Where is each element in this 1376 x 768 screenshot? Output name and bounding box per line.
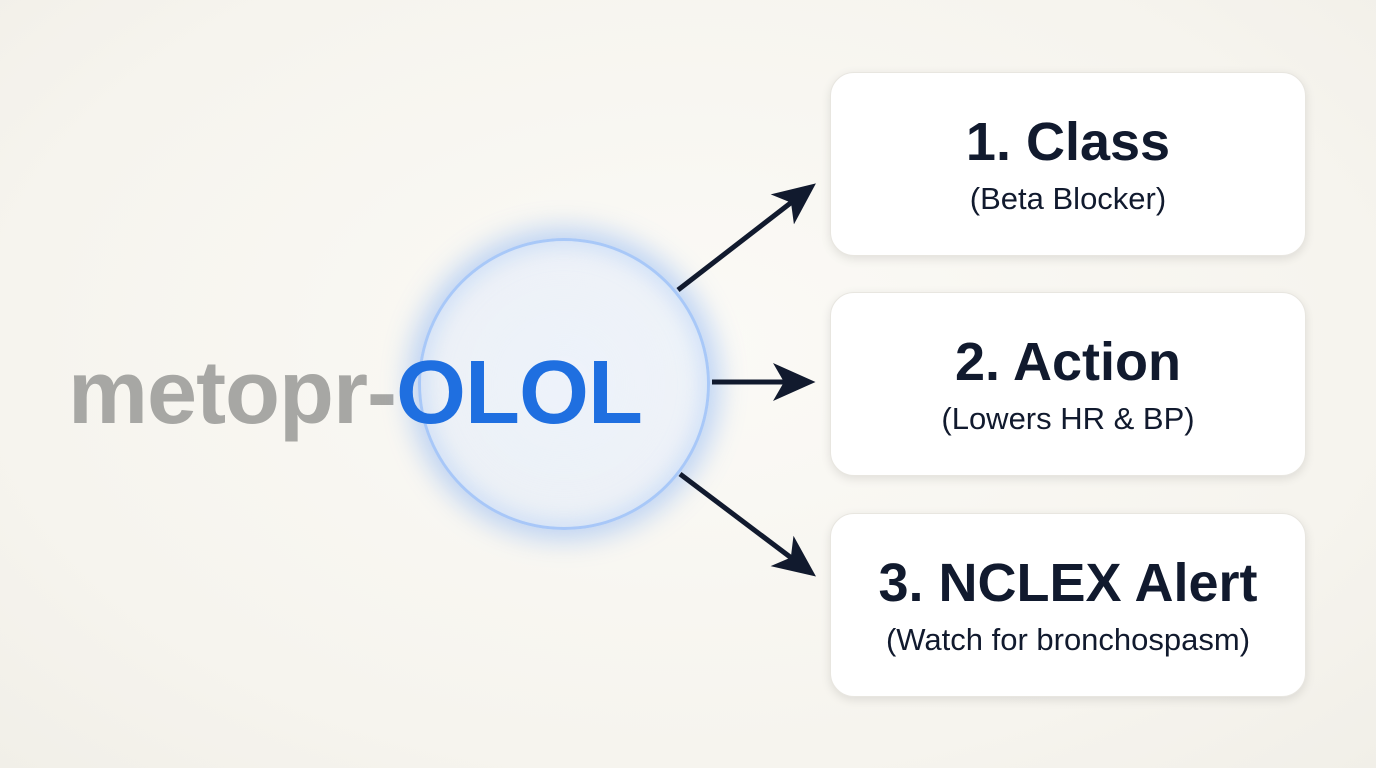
drug-prefix: metopr-	[68, 343, 397, 443]
drug-name: metopr-OLOL	[68, 338, 643, 448]
card-nclex-alert-title: 3. NCLEX Alert	[878, 553, 1258, 613]
card-action-subtitle: (Lowers HR & BP)	[941, 401, 1195, 436]
arrow-to-class	[676, 183, 816, 292]
card-action: 2. Action (Lowers HR & BP)	[830, 292, 1306, 476]
card-nclex-alert: 3. NCLEX Alert (Watch for bronchospasm)	[830, 513, 1306, 697]
card-class-title: 1. Class	[965, 112, 1171, 172]
drug-suffix: OLOL	[396, 343, 643, 443]
card-class: 1. Class (Beta Blocker)	[830, 72, 1306, 256]
card-class-subtitle: (Beta Blocker)	[969, 181, 1167, 216]
card-action-title: 2. Action	[954, 332, 1182, 392]
suffix-highlight-circle	[418, 238, 710, 530]
arrow-to-nclex-alert	[678, 472, 816, 577]
card-nclex-alert-subtitle: (Watch for bronchospasm)	[885, 622, 1251, 657]
